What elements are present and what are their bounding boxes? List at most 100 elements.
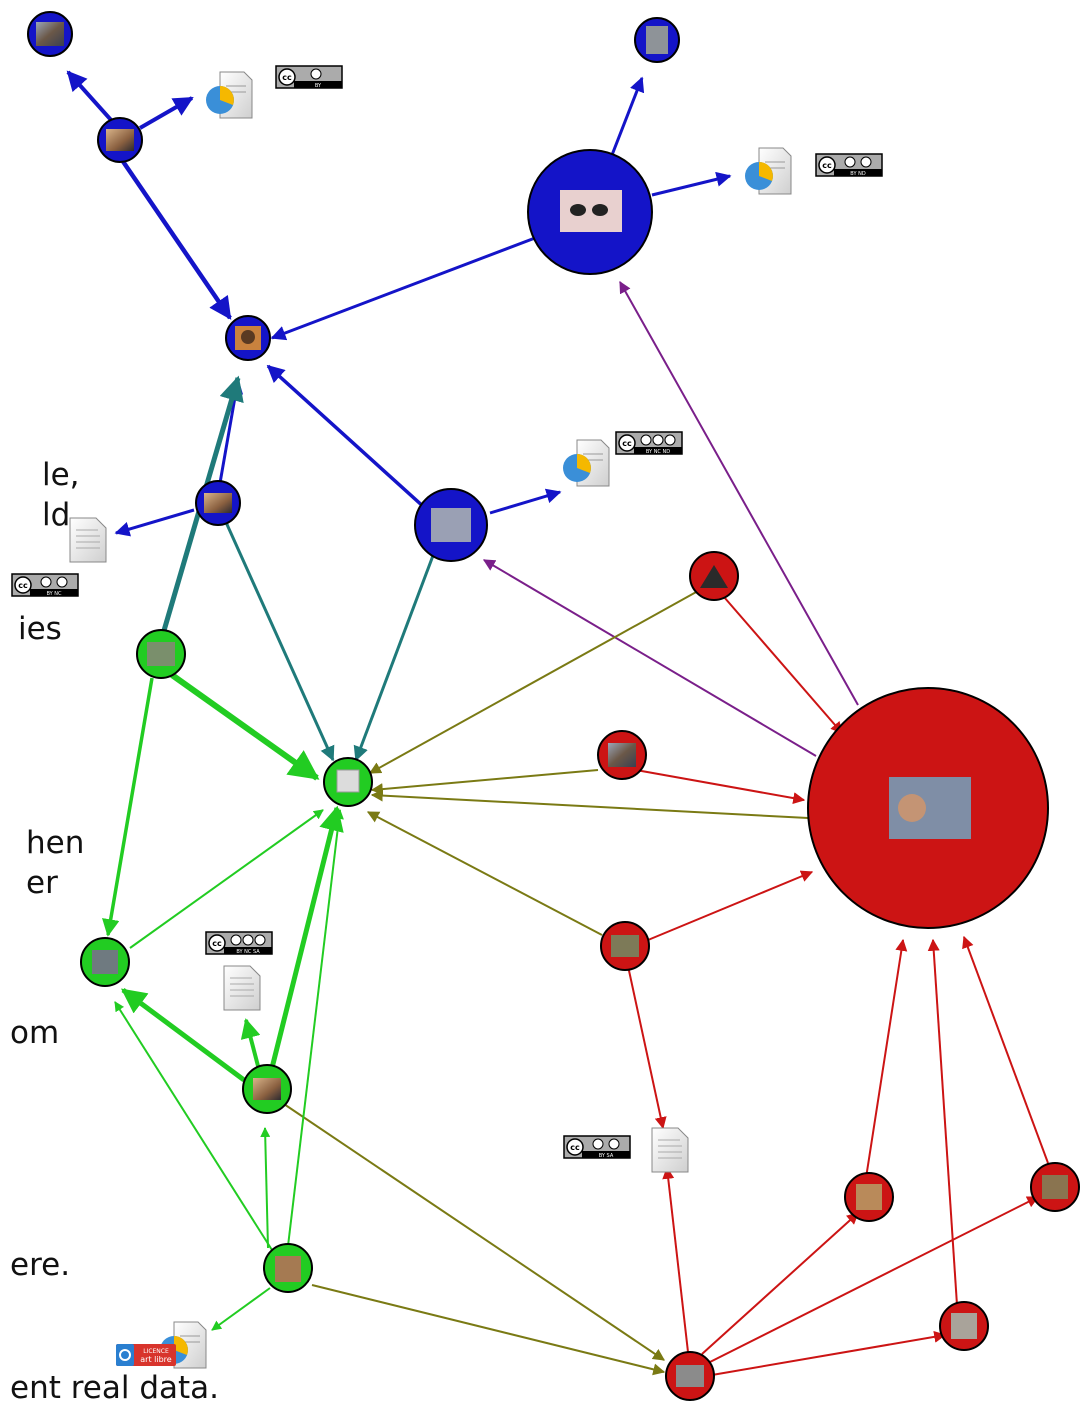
chart-document-icon[interactable] [563, 439, 610, 487]
svg-text:cc: cc [622, 439, 632, 448]
edge [482, 559, 817, 757]
licence-line-2: art libre [140, 1355, 172, 1364]
license-text: BY NC [46, 591, 62, 597]
side-text-fragment: er [26, 865, 58, 901]
side-text-fragment: ent real data. [10, 1370, 220, 1406]
graph-node[interactable] [1030, 1162, 1080, 1212]
thumbnail-photo [560, 190, 622, 232]
edge [266, 364, 427, 510]
edge [368, 590, 699, 774]
thumbnail-photo [253, 1078, 281, 1100]
edge [120, 158, 232, 320]
edge [240, 1018, 261, 1067]
svg-text:cc: cc [822, 161, 832, 170]
cc-license-badge: cc BY [275, 65, 343, 89]
edge [370, 769, 599, 796]
edge [370, 789, 809, 819]
edge [211, 1287, 271, 1331]
edge [120, 987, 246, 1083]
thumbnail-photo [676, 1365, 704, 1387]
graph-node[interactable] [80, 937, 130, 987]
thumbnail-photo [646, 26, 668, 54]
graph-node[interactable] [97, 117, 143, 163]
edge [627, 965, 667, 1130]
text-document-icon[interactable] [651, 1127, 689, 1173]
edge [170, 672, 320, 781]
thumbnail-photo [611, 935, 639, 957]
documents [69, 71, 792, 1369]
edge [139, 96, 194, 130]
cc-license-badge: cc BY NC [11, 573, 79, 597]
graph-node[interactable] [225, 315, 271, 361]
graph-node[interactable] [665, 1351, 715, 1401]
edge [311, 1284, 666, 1376]
graph-node[interactable] [414, 488, 488, 562]
svg-text:cc: cc [570, 1143, 580, 1152]
thumbnail-photo [951, 1313, 977, 1339]
side-text-fragment: ld [42, 497, 71, 533]
edge [723, 596, 843, 734]
edge [223, 519, 335, 762]
graph-node[interactable] [689, 551, 739, 601]
edge [651, 171, 732, 197]
graph-node[interactable] [136, 629, 186, 679]
side-text-fragment: hen [26, 825, 85, 861]
thumbnail-photo [608, 743, 636, 767]
edges [66, 70, 1049, 1376]
edge [662, 1166, 689, 1353]
edge [647, 870, 814, 941]
thumbnail-photo [336, 769, 360, 793]
side-text-fragment: ere. [10, 1247, 71, 1283]
svg-text:cc: cc [212, 939, 222, 948]
graph-node[interactable] [600, 921, 650, 971]
edge [635, 769, 806, 805]
chart-document-icon[interactable] [745, 147, 792, 195]
license-badges: cc BY cc BY ND cc BY NC ND [11, 65, 883, 1366]
cc-license-badge: cc BY NC ND [615, 431, 683, 455]
graph-node[interactable] [263, 1243, 313, 1293]
side-text-fragment: om [10, 1015, 60, 1051]
side-text-fragment: le, [42, 457, 80, 493]
cc-license-badge: cc BY NC SA [205, 931, 273, 955]
edge [270, 236, 536, 341]
graph-node[interactable] [242, 1064, 292, 1114]
edge [269, 805, 344, 1069]
edge [619, 280, 859, 706]
thumbnail-photo [275, 1256, 301, 1282]
nodes [27, 11, 1080, 1401]
thumbnail-photo [106, 129, 134, 151]
edge [114, 508, 195, 537]
graph-node[interactable] [323, 757, 373, 807]
graph-node[interactable] [527, 149, 653, 275]
license-text: BY NC ND [646, 449, 670, 455]
license-text: BY ND [850, 171, 866, 177]
graph-node[interactable] [807, 687, 1049, 929]
thumbnail-photo [592, 204, 608, 216]
edge [277, 1099, 665, 1361]
licence-art-libre-badge: LICENCE art libre [116, 1344, 176, 1366]
edge [102, 677, 154, 937]
cc-license-badge: cc BY SA [563, 1135, 631, 1159]
graph-node[interactable] [597, 730, 647, 780]
graph-node[interactable] [195, 480, 241, 526]
edge [865, 938, 908, 1179]
chart-document-icon[interactable] [206, 71, 253, 119]
graph-node[interactable] [27, 11, 73, 57]
edge [489, 488, 562, 515]
thumbnail-photo [898, 794, 926, 822]
thumbnail-photo [92, 950, 118, 974]
graph-node[interactable] [844, 1172, 894, 1222]
edge [705, 1196, 1040, 1365]
edge [287, 809, 344, 1247]
text-document-icon[interactable] [223, 965, 261, 1011]
edge [114, 1001, 273, 1251]
graph-node[interactable] [634, 17, 680, 63]
edge [962, 935, 1049, 1164]
graph-node[interactable] [939, 1301, 989, 1351]
text-document-icon[interactable] [69, 517, 107, 563]
thumbnail-photo [1042, 1175, 1068, 1199]
svg-text:cc: cc [18, 581, 28, 590]
svg-text:cc: cc [282, 73, 292, 82]
edge [366, 811, 603, 936]
